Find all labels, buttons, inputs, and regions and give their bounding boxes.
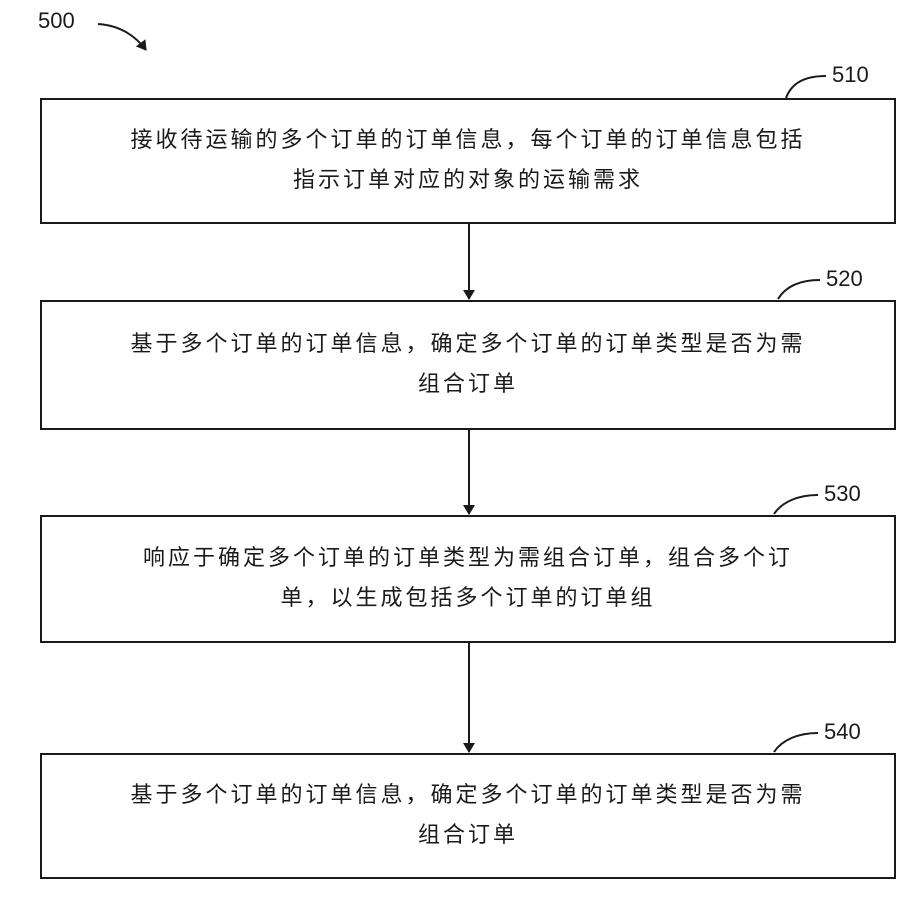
step-text: 基于多个订单的订单信息，确定多个订单的订单类型是否为需 组合订单 (42, 302, 894, 428)
step-text-line: 基于多个订单的订单信息，确定多个订单的订单类型是否为需 (130, 325, 805, 365)
step-text-line: 响应于确定多个订单的订单类型为需组合订单，组合多个订 (143, 539, 793, 579)
step-text: 基于多个订单的订单信息，确定多个订单的订单类型是否为需 组合订单 (42, 755, 894, 877)
step-box-540: 基于多个订单的订单信息，确定多个订单的订单类型是否为需 组合订单 (40, 753, 896, 879)
step-box-510: 接收待运输的多个订单的订单信息，每个订单的订单信息包括 指示订单对应的对象的运输… (40, 98, 896, 224)
step-text-line: 接收待运输的多个订单的订单信息，每个订单的订单信息包括 (130, 121, 805, 161)
step-text-line: 基于多个订单的订单信息，确定多个订单的订单类型是否为需 (130, 776, 805, 816)
step-text-line: 组合订单 (418, 816, 518, 856)
step-text: 接收待运输的多个订单的订单信息，每个订单的订单信息包括 指示订单对应的对象的运输… (42, 100, 894, 222)
step-text-line: 指示订单对应的对象的运输需求 (293, 161, 643, 201)
step-ref-label: 540 (824, 720, 861, 744)
step-ref-label: 520 (826, 267, 863, 291)
leader-line-510 (786, 76, 826, 98)
step-ref-label: 510 (832, 63, 869, 87)
leader-line-530 (774, 495, 818, 514)
figure-ref-arrow (98, 24, 146, 50)
step-text-line: 组合订单 (418, 365, 518, 405)
step-box-520: 基于多个订单的订单信息，确定多个订单的订单类型是否为需 组合订单 (40, 300, 896, 430)
step-ref-label: 530 (824, 482, 861, 506)
step-text-line: 单，以生成包括多个订单的订单组 (280, 579, 655, 619)
step-box-530: 响应于确定多个订单的订单类型为需组合订单，组合多个订 单，以生成包括多个订单的订… (40, 515, 896, 643)
figure-ref-label: 500 (38, 9, 75, 33)
step-text: 响应于确定多个订单的订单类型为需组合订单，组合多个订 单，以生成包括多个订单的订… (42, 517, 894, 641)
leader-line-520 (778, 280, 820, 299)
leader-line-540 (774, 733, 818, 752)
